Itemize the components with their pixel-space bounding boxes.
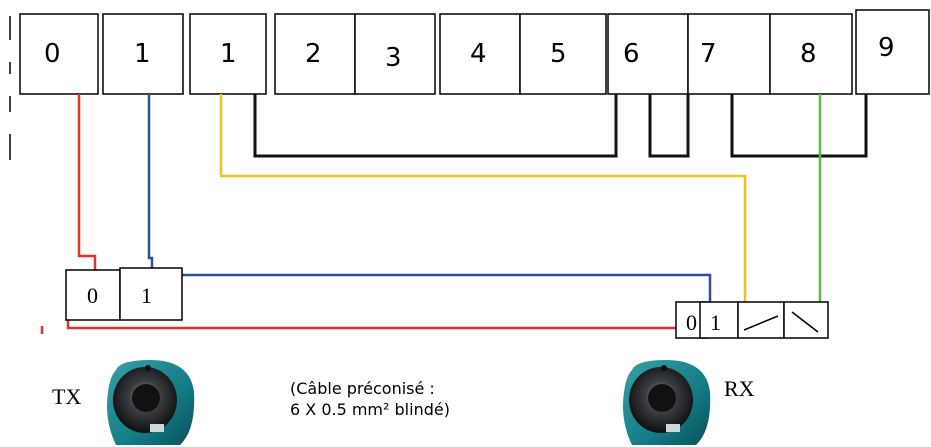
normally-open-contact-icon — [737, 301, 785, 339]
terminal-5: 5 — [519, 13, 607, 95]
blue-wire — [147, 94, 712, 302]
terminal-6: 6 — [607, 13, 689, 95]
terminal-0: 0 — [19, 13, 99, 95]
tx-terminal-0: 0 — [87, 283, 98, 308]
cable-note-line1: (Câble préconisé : — [290, 379, 435, 398]
terminal-label: 1 — [220, 39, 237, 69]
yellow-wire — [219, 94, 747, 302]
bridge-6-7 — [648, 94, 690, 158]
terminal-label: 4 — [470, 39, 487, 69]
rx-label: RX — [724, 376, 755, 401]
rx-terminal-0: 0 — [686, 310, 697, 335]
cable-note-line2: 6 X 0.5 mm² blindé) — [290, 400, 450, 419]
terminal-label: 3 — [385, 43, 402, 73]
terminal-8: 8 — [769, 13, 853, 95]
rx-device: RX — [623, 360, 755, 445]
terminal-label: 9 — [878, 33, 895, 63]
tx-device: TX — [52, 360, 195, 445]
red-wire — [66, 94, 676, 330]
terminal-3: 3 — [354, 13, 436, 95]
terminal-label: 5 — [550, 39, 567, 69]
bridge-2-to-6 — [253, 94, 618, 158]
terminal-9: 9 — [855, 9, 930, 95]
jumper-bridges — [253, 94, 868, 158]
terminal-1a: 1 — [102, 13, 184, 95]
terminal-1b: 1 — [189, 13, 267, 95]
tx-terminal-block: 0 1 — [65, 267, 183, 321]
closed-contact-icon — [783, 301, 829, 339]
rx-terminal-block: 0 1 — [675, 301, 829, 339]
bridge-7-to-9 — [730, 94, 868, 158]
wires — [40, 94, 822, 334]
main-terminal-block: 0 1 1 2 3 4 5 6 — [19, 9, 930, 95]
terminal-label: 8 — [800, 39, 817, 69]
terminal-label: 2 — [305, 39, 322, 69]
cable-note: (Câble préconisé : 6 X 0.5 mm² blindé) — [290, 379, 450, 419]
terminal-4: 4 — [439, 13, 521, 95]
terminal-label: 0 — [44, 39, 61, 69]
terminal-label: 6 — [623, 39, 640, 69]
terminal-7: 7 — [687, 13, 771, 95]
rx-terminal-1: 1 — [710, 310, 721, 335]
tx-terminal-1: 1 — [141, 283, 152, 308]
terminal-2: 2 — [274, 13, 356, 95]
terminal-label: 7 — [700, 39, 717, 69]
tx-label: TX — [52, 384, 81, 409]
terminal-label: 1 — [134, 39, 151, 69]
photocell-receiver-icon — [623, 360, 711, 445]
photocell-transmitter-icon — [107, 360, 195, 445]
